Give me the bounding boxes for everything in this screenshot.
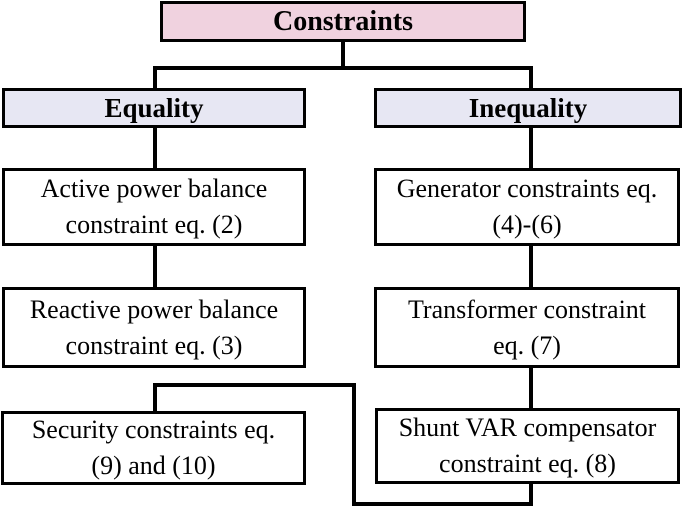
node-shunt-var-line1: Shunt VAR compensator bbox=[398, 413, 657, 442]
node-equality-header: Equality bbox=[2, 88, 306, 128]
connector-right-seg1 bbox=[529, 125, 533, 170]
node-active-power-line1: Active power balance bbox=[40, 174, 268, 203]
connector-left-seg1 bbox=[153, 125, 157, 170]
node-equality-label: Equality bbox=[104, 93, 204, 123]
connector-right-seg3 bbox=[529, 366, 533, 410]
node-active-power-line2: constraint eq. (2) bbox=[65, 210, 243, 239]
node-reactive-power-line1: Reactive power balance bbox=[29, 294, 279, 324]
node-generator-line2: (4)-(6) bbox=[492, 210, 562, 239]
node-generator-constraints: Generator constraints eq. (4)-(6) bbox=[374, 168, 680, 246]
connector-right-seg4 bbox=[529, 481, 533, 506]
connector-security-vline bbox=[352, 383, 356, 506]
connector-root-stub bbox=[341, 40, 345, 70]
connector-left-seg2 bbox=[153, 244, 157, 289]
node-constraints-label: Constraints bbox=[272, 5, 413, 37]
node-inequality-header: Inequality bbox=[374, 88, 682, 128]
node-generator-line1: Generator constraints eq. bbox=[396, 174, 658, 203]
node-constraints: Constraints bbox=[160, 1, 526, 42]
node-transformer-line1: Transformer constraint bbox=[407, 294, 647, 324]
node-shunt-var-compensator: Shunt VAR compensator constraint eq. (8) bbox=[375, 408, 680, 484]
connector-equality-drop bbox=[153, 66, 157, 90]
node-reactive-power-balance: Reactive power balance constraint eq. (3… bbox=[2, 287, 306, 368]
node-shunt-var-line2: constraint eq. (8) bbox=[439, 449, 616, 478]
node-reactive-power-line2: constraint eq. (3) bbox=[65, 330, 243, 360]
connector-security-stub bbox=[153, 383, 157, 413]
node-active-power-balance: Active power balance constraint eq. (2) bbox=[2, 168, 306, 246]
connector-inequality-drop bbox=[529, 66, 533, 90]
connector-bottom-bar bbox=[352, 502, 533, 506]
node-security-constraints: Security constraints eq. (9) and (10) bbox=[1, 411, 306, 485]
node-security-line1: Security constraints eq. bbox=[31, 415, 276, 444]
connector-branch-bar bbox=[153, 66, 533, 70]
node-inequality-label: Inequality bbox=[468, 93, 588, 123]
node-security-line2: (9) and (10) bbox=[91, 451, 216, 480]
node-transformer-line2: eq. (7) bbox=[493, 330, 561, 360]
node-transformer-constraint: Transformer constraint eq. (7) bbox=[374, 287, 680, 368]
connector-right-seg2 bbox=[529, 244, 533, 289]
connector-security-hline bbox=[153, 383, 356, 387]
